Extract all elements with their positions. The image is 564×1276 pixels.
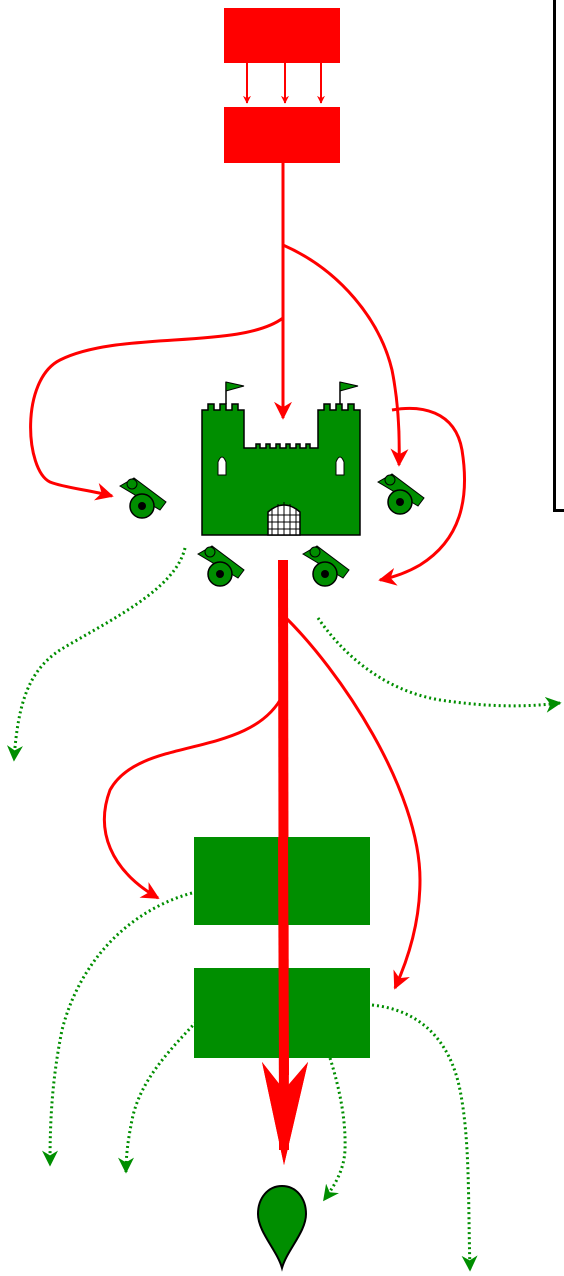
red-block-top [224, 8, 340, 63]
cannon-bottom-left-icon [197, 545, 245, 587]
green-dotted-arrows [6, 547, 562, 1272]
main-thrust-arrowhead-overlay [262, 1062, 308, 1165]
main-thrust-arrow-overlay [278, 836, 289, 1076]
red-block-connector-arrows [243, 63, 325, 104]
dotted-green-top-out [42, 891, 193, 1167]
arrow-to-cannon-left [29, 316, 284, 501]
dotted-green-bottom-left-out [118, 1020, 198, 1174]
dotted-green-bottom-right-out [371, 1003, 478, 1272]
legend-frame [553, 0, 564, 512]
cannon-left-icon [119, 477, 167, 519]
red-block-bottom [224, 107, 340, 163]
dotted-green-bottom-center-out [322, 1057, 347, 1202]
cannon-right-icon [377, 473, 425, 515]
dotted-cannon-left-out [6, 547, 187, 762]
dotted-cannon-right-out [316, 617, 562, 713]
arrow-to-green-block-top [102, 694, 285, 900]
castle-icon [201, 381, 361, 536]
map-pin-icon [256, 1184, 308, 1272]
arrow-to-green-block-bottom [281, 613, 422, 990]
arrow-to-cannon-bottom-right [378, 406, 466, 586]
red-attack-arrows [29, 163, 466, 990]
arrow-to-cannon-right [282, 243, 409, 467]
cannon-bottom-right-icon [302, 545, 350, 587]
